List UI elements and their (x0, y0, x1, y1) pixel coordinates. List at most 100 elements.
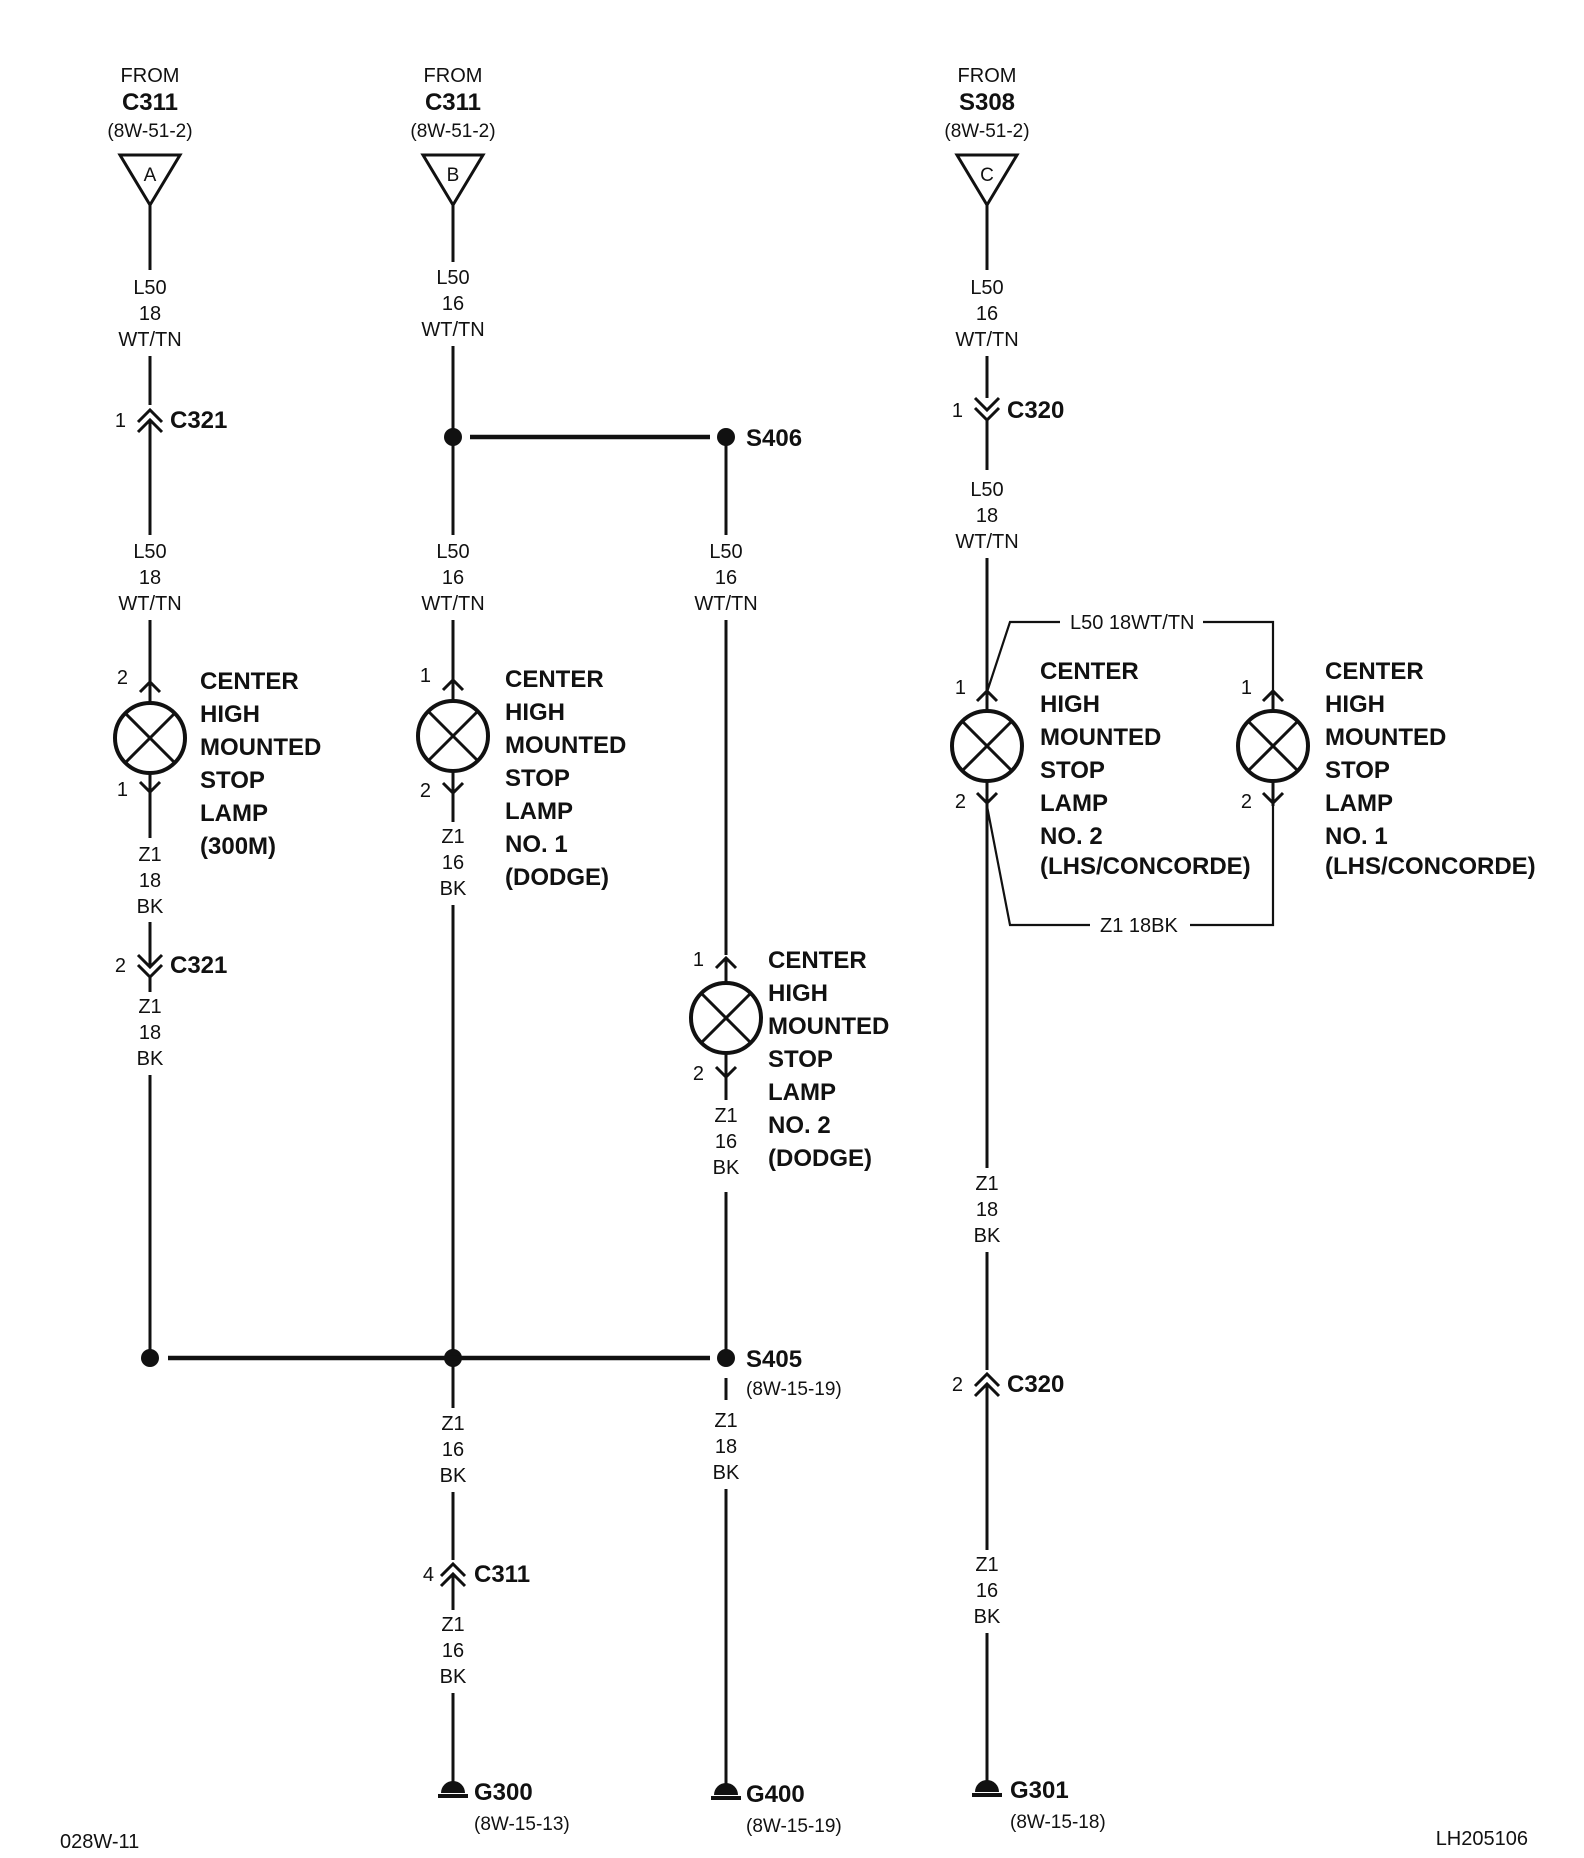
svg-text:18: 18 (976, 1199, 998, 1221)
svg-text:16: 16 (715, 567, 737, 589)
source-c-from: FROM (958, 65, 1017, 87)
svg-text:L50: L50 (709, 541, 742, 563)
svg-text:1: 1 (115, 410, 126, 432)
wire-label-s-z1: Z1 16 BK (713, 1105, 740, 1179)
svg-text:Z1: Z1 (138, 844, 161, 866)
ground-g300: G300 (8W-15-13) (438, 1779, 570, 1835)
svg-text:18: 18 (139, 1022, 161, 1044)
lamp-pin-top: 1 (955, 677, 966, 699)
svg-text:Z1: Z1 (138, 996, 161, 1018)
svg-text:18: 18 (139, 567, 161, 589)
svg-text:WT/TN: WT/TN (421, 319, 484, 341)
svg-text:LAMP: LAMP (200, 800, 268, 827)
column-a: FROM C311 (8W-51-2) A L50 18 WT/TN 1 C32… (107, 65, 321, 1367)
wire-label-a-z1-2: Z1 18 BK (137, 996, 164, 1070)
svg-text:BK: BK (974, 1225, 1001, 1247)
svg-text:WT/TN: WT/TN (955, 329, 1018, 351)
svg-text:BK: BK (974, 1606, 1001, 1628)
svg-text:16: 16 (976, 303, 998, 325)
svg-text:4: 4 (423, 1564, 434, 1586)
svg-text:G301: G301 (1010, 1777, 1069, 1804)
svg-text:L50: L50 (133, 541, 166, 563)
svg-text:16: 16 (442, 852, 464, 874)
svg-text:18: 18 (976, 505, 998, 527)
source-c-connector: S308 (959, 89, 1015, 116)
svg-text:MOUNTED: MOUNTED (1040, 724, 1161, 751)
svg-text:STOP: STOP (1040, 757, 1105, 784)
svg-text:BK: BK (137, 1048, 164, 1070)
svg-text:HIGH: HIGH (1325, 691, 1385, 718)
wire-label-s-mid: L50 16 WT/TN (694, 541, 757, 615)
lamp-dodge-2: 1 2 CENTER HIGH MOUNTED STOP LAMP NO. 2 … (689, 947, 889, 1172)
svg-text:MOUNTED: MOUNTED (200, 734, 321, 761)
svg-text:(8W-15-19): (8W-15-19) (746, 1816, 842, 1837)
svg-text:LAMP: LAMP (505, 798, 573, 825)
lamp-pin-bot: 2 (1241, 791, 1252, 813)
svg-text:16: 16 (442, 293, 464, 315)
svg-text:Z1: Z1 (714, 1410, 737, 1432)
ground-icon (441, 1781, 465, 1793)
lamp-lhs-2: 1 2 CENTER HIGH MOUNTED STOP LAMP NO. 2 … (950, 658, 1251, 880)
svg-text:G400: G400 (746, 1781, 805, 1808)
source-b-letter: B (447, 165, 460, 186)
connector-c321-top: 1 C321 (115, 407, 228, 434)
column-b: FROM C311 (8W-51-2) B L50 16 WT/TN L50 1… (410, 65, 626, 1835)
connector-c311-bottom: 4 C311 (423, 1561, 530, 1588)
bridge-wire-top: L50 18WT/TN (985, 612, 1275, 693)
svg-text:MOUNTED: MOUNTED (768, 1013, 889, 1040)
svg-text:BK: BK (137, 896, 164, 918)
splice-dot (141, 1349, 159, 1367)
svg-text:C311: C311 (474, 1561, 530, 1588)
svg-text:CENTER: CENTER (1040, 658, 1139, 685)
svg-text:2: 2 (115, 955, 126, 977)
svg-text:(LHS/CONCORDE): (LHS/CONCORDE) (1325, 853, 1536, 880)
wire-label-b-top: L50 16 WT/TN (421, 267, 484, 341)
svg-text:BK: BK (440, 878, 467, 900)
wire-label-a-top: L50 18 WT/TN (118, 277, 181, 351)
ground-g301: G301 (8W-15-18) (972, 1777, 1106, 1833)
column-c: FROM S308 (8W-51-2) C L50 16 WT/TN 1 C32… (944, 65, 1535, 1833)
connector-c320-top: 1 C320 (952, 396, 1064, 424)
svg-text:LAMP: LAMP (768, 1079, 836, 1106)
splice-dot (444, 428, 462, 446)
svg-text:HIGH: HIGH (1040, 691, 1100, 718)
svg-text:LAMP: LAMP (1325, 790, 1393, 817)
svg-text:(8W-15-18): (8W-15-18) (1010, 1812, 1106, 1833)
svg-text:L50: L50 (970, 277, 1003, 299)
ground-icon (714, 1783, 738, 1795)
svg-text:NO. 2: NO. 2 (1040, 823, 1103, 850)
bridge-wire-bottom: Z1 18BK (985, 805, 1275, 937)
lamp-pin-bot: 2 (693, 1063, 704, 1085)
svg-text:NO. 2: NO. 2 (768, 1112, 831, 1139)
svg-text:18: 18 (715, 1436, 737, 1458)
svg-text:C320: C320 (1007, 397, 1064, 424)
svg-text:HIGH: HIGH (200, 701, 260, 728)
wire-label-c-z1-2: Z1 16 BK (974, 1554, 1001, 1628)
source-c-ref: (8W-51-2) (944, 121, 1029, 142)
svg-text:STOP: STOP (200, 767, 265, 794)
svg-text:(LHS/CONCORDE): (LHS/CONCORDE) (1040, 853, 1251, 880)
svg-text:L50: L50 (970, 479, 1003, 501)
svg-text:STOP: STOP (1325, 757, 1390, 784)
lamp-dodge-1: 1 2 CENTER HIGH MOUNTED STOP LAMP NO. 1 … (416, 665, 626, 891)
lamp-pin-top: 1 (693, 949, 704, 971)
svg-text:C321: C321 (170, 407, 227, 434)
source-c-letter: C (980, 165, 994, 186)
lamp-pin-bot: 1 (117, 779, 128, 801)
lamp-300m: 2 1 CENTER HIGH MOUNTED STOP LAMP (300M) (113, 667, 321, 860)
source-a-ref: (8W-51-2) (107, 121, 192, 142)
lamp-pin-top: 1 (1241, 677, 1252, 699)
svg-text:L50: L50 (436, 267, 469, 289)
svg-text:CENTER: CENTER (505, 666, 604, 693)
svg-text:L50: L50 (133, 277, 166, 299)
svg-text:WT/TN: WT/TN (118, 593, 181, 615)
source-b-connector: C311 (425, 89, 481, 116)
svg-text:Z1: Z1 (975, 1173, 998, 1195)
svg-text:16: 16 (442, 1640, 464, 1662)
ground-g400: G400 (8W-15-19) (711, 1781, 842, 1837)
wire-label-c-mid: L50 18 WT/TN (955, 479, 1018, 553)
lamp-pin-bot: 2 (955, 791, 966, 813)
source-a-from: FROM (121, 65, 180, 87)
ground-icon (975, 1780, 999, 1792)
svg-text:BK: BK (713, 1462, 740, 1484)
